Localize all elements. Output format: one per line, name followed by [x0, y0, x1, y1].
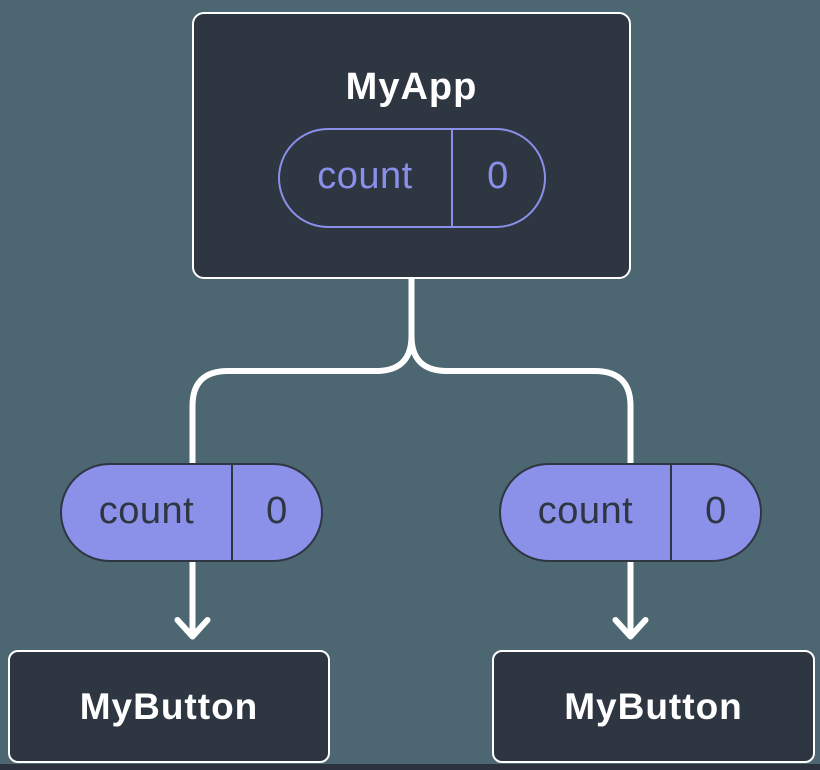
bottom-edge-strip [0, 764, 820, 770]
node-mybutton-title: MyButton [564, 685, 743, 727]
prop-value-label: 0 [705, 489, 727, 532]
connector-branch-left [189, 267, 415, 636]
node-myapp-title: MyApp [345, 66, 478, 108]
arrow-down-icon [612, 617, 649, 640]
prop-pill-right: count 0 [499, 463, 762, 562]
prop-pill-left: count 0 [60, 463, 323, 562]
node-mybutton-right: MyButton [492, 650, 815, 763]
node-mybutton-title: MyButton [79, 685, 259, 727]
prop-pill-myapp: count 0 [277, 128, 546, 228]
prop-name-label: count [62, 465, 233, 560]
node-mybutton-left: MyButton [8, 650, 330, 763]
prop-name-label: count [501, 465, 672, 560]
prop-name-label: count [280, 130, 453, 226]
connector-branch-right [408, 333, 634, 636]
arrow-down-icon [174, 617, 211, 640]
prop-value-label: 0 [487, 155, 509, 197]
prop-value-label: 0 [266, 489, 288, 532]
node-myapp: MyApp count 0 [192, 12, 631, 279]
